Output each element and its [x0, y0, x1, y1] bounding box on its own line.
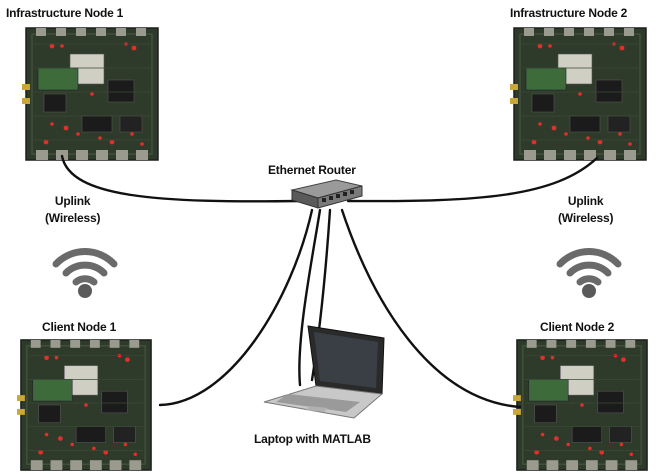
- cable-laptop-a: [298, 208, 322, 387]
- uplink-right-line2: (Wireless): [558, 211, 614, 225]
- client-node-2-label: Client Node 2: [540, 320, 615, 334]
- infrastructure-node-2-label: Infrastructure Node 2: [510, 6, 628, 20]
- laptop-icon[interactable]: [258, 322, 388, 422]
- uplink-left-label: Uplink (Wireless): [45, 193, 100, 227]
- cable-infrastructure-node-2: [346, 156, 599, 203]
- infrastructure-node-1-label: Infrastructure Node 1: [6, 6, 124, 20]
- wifi-icon: [556, 248, 622, 298]
- cable-client-node-1: [158, 208, 314, 407]
- uplink-right-label: Uplink (Wireless): [558, 193, 613, 227]
- client-node-1-label: Client Node 1: [42, 320, 117, 334]
- laptop-label: Laptop with MATLAB: [254, 432, 371, 446]
- client-node-2-board[interactable]: [512, 336, 652, 474]
- infrastructure-node-2-board[interactable]: [510, 24, 650, 164]
- uplink-right-line1: Uplink: [567, 194, 604, 208]
- uplink-left-line1: Uplink: [54, 194, 91, 208]
- client-node-1-board[interactable]: [16, 336, 156, 474]
- cable-client-node-2: [340, 208, 522, 409]
- infrastructure-node-1-board[interactable]: [22, 24, 162, 164]
- ethernet-router-label: Ethernet Router: [268, 163, 356, 177]
- cable-infrastructure-node-1: [60, 154, 302, 203]
- uplink-left-line2: (Wireless): [45, 211, 101, 225]
- ethernet-router[interactable]: [286, 178, 364, 214]
- wifi-icon: [52, 248, 118, 298]
